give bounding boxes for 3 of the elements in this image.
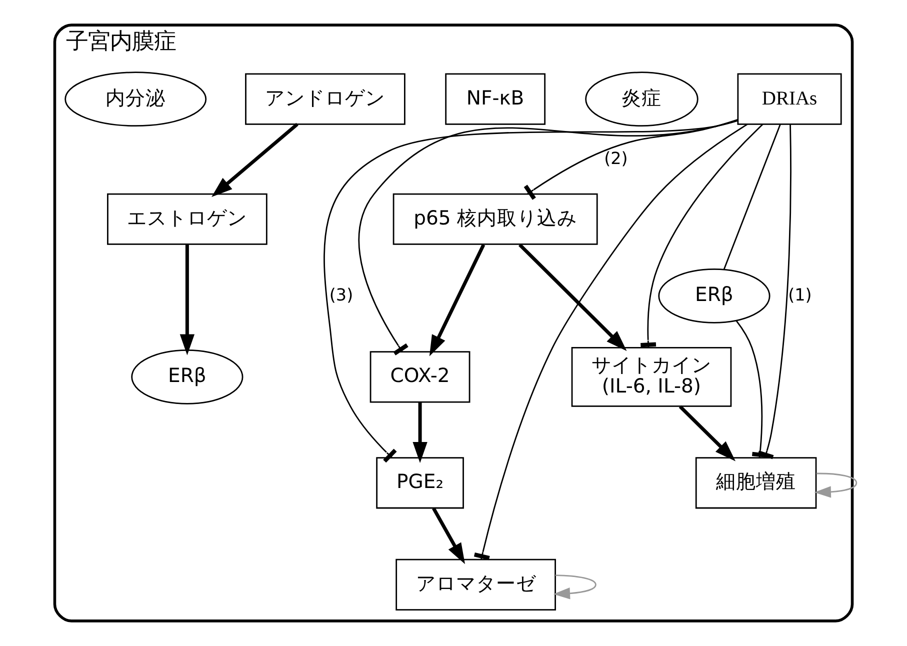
- edge-label: (2): [604, 148, 628, 168]
- edge-label: (1): [788, 284, 812, 304]
- edge-label: (3): [329, 284, 354, 304]
